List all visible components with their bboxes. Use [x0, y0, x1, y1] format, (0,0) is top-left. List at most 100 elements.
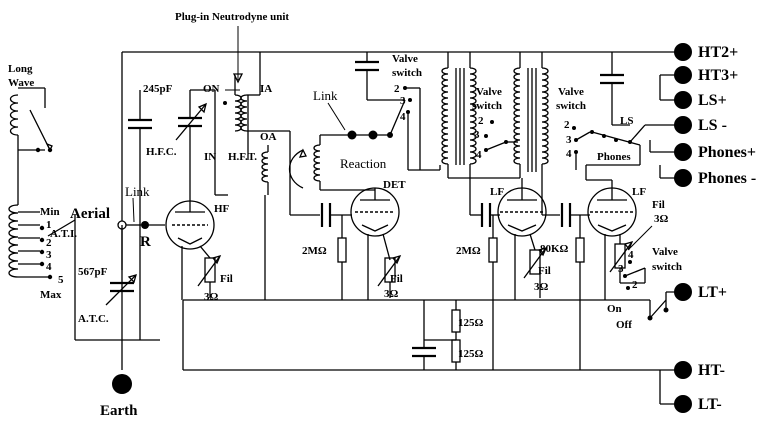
svg-text:3: 3	[618, 263, 624, 275]
svg-text:LS -: LS -	[698, 117, 727, 134]
svg-text:A.T.I.: A.T.I.	[50, 228, 77, 240]
terminal-ht-minus[interactable]: HT-	[674, 361, 725, 379]
reaction-coil: Reaction	[288, 135, 387, 191]
long-wave-coil	[9, 87, 53, 205]
lf2-filament-rheostat: Fil 3Ω	[609, 199, 669, 273]
lf-transformer-1	[439, 52, 520, 215]
valve-switch-2[interactable]: Valve switch 2 3 4	[472, 86, 518, 161]
svg-text:Fil: Fil	[220, 273, 233, 285]
long-wave-label: Long Wave	[8, 63, 34, 89]
svg-text:2MΩ: 2MΩ	[302, 245, 327, 257]
svg-text:3Ω: 3Ω	[534, 281, 549, 293]
svg-text:Fil: Fil	[538, 265, 551, 277]
svg-text:2MΩ: 2MΩ	[456, 245, 481, 257]
svg-text:HT3+: HT3+	[698, 67, 738, 84]
bias-resistor-2: 125Ω	[451, 339, 484, 370]
svg-text:Phones -: Phones -	[698, 170, 756, 187]
svg-text:4: 4	[46, 261, 52, 273]
svg-text:3: 3	[566, 134, 572, 146]
svg-text:H.F.C.: H.F.C.	[146, 146, 177, 158]
terminal-phones-minus[interactable]: Phones -	[674, 169, 756, 187]
lf2-valve: LF	[586, 179, 646, 300]
svg-text:Phones+: Phones+	[698, 144, 756, 161]
svg-text:switch: switch	[556, 100, 586, 112]
svg-text:3: 3	[474, 129, 480, 141]
svg-text:4: 4	[628, 249, 634, 261]
svg-text:switch: switch	[472, 100, 502, 112]
svg-text:Fil: Fil	[652, 199, 665, 211]
terminal-ls-plus[interactable]: LS+	[674, 91, 727, 109]
svg-text:Plug-in Neutrodyne unit: Plug-in Neutrodyne unit	[175, 11, 289, 23]
svg-text:3Ω: 3Ω	[204, 291, 219, 303]
hf-filament-rheostat: Fil 3Ω	[197, 254, 233, 303]
svg-text:3: 3	[46, 249, 52, 261]
det-bypass-capacitor	[355, 52, 405, 101]
valve-switch-4[interactable]: Valve switch 4 3 2	[618, 246, 682, 291]
terminal-lt-minus[interactable]: LT-	[674, 395, 722, 413]
svg-text:IA: IA	[260, 83, 272, 95]
svg-text:ON: ON	[203, 83, 220, 95]
svg-text:Aerial: Aerial	[70, 206, 110, 222]
svg-text:A.T.C.: A.T.C.	[78, 313, 109, 325]
terminal-ls-minus[interactable]: LS -	[674, 116, 727, 134]
svg-text:LT+: LT+	[698, 284, 727, 301]
ls-phones-switch[interactable]: LS Phones	[585, 115, 683, 180]
lf2-grid-capacitor	[542, 203, 590, 227]
lf2-grid-resistor: 80KΩ	[540, 215, 585, 370]
terminal-ht3[interactable]: HT3+	[674, 66, 738, 84]
lf1-grid-capacitor	[470, 203, 500, 227]
lf1-grid-leak: 2MΩ	[456, 215, 498, 370]
svg-text:2: 2	[46, 237, 52, 249]
svg-text:Long: Long	[8, 63, 33, 75]
svg-text:3Ω: 3Ω	[384, 288, 399, 300]
svg-text:Wave: Wave	[8, 77, 34, 89]
terminal-lt-plus[interactable]: LT+	[674, 283, 727, 301]
svg-text:OA: OA	[260, 131, 277, 143]
lt-negative-bus	[209, 268, 621, 298]
svg-text:125Ω: 125Ω	[458, 317, 484, 329]
svg-text:2: 2	[564, 119, 570, 131]
svg-text:4: 4	[566, 148, 572, 160]
neutrodyne-unit: Plug-in Neutrodyne unit ON IN H.F.T. IA …	[175, 11, 291, 215]
hfc-capacitor: 245pF H.F.C.	[143, 83, 215, 200]
svg-text:1: 1	[46, 219, 52, 231]
terminal-ht2[interactable]: HT2+	[674, 43, 738, 61]
hf-bypass-capacitor	[128, 90, 152, 340]
svg-text:Phones: Phones	[597, 151, 631, 163]
hf-valve: HF	[165, 200, 230, 300]
ht-positive-bus	[121, 51, 683, 370]
bias-resistor-1: 125Ω	[451, 300, 484, 340]
svg-text:Off: Off	[616, 319, 632, 331]
aerial-terminal[interactable]: Aerial Link R	[70, 184, 165, 250]
svg-text:Valve: Valve	[476, 86, 502, 98]
svg-text:LT-: LT-	[698, 396, 722, 413]
ati-coil	[8, 204, 76, 280]
svg-text:LF: LF	[632, 186, 646, 198]
lf-transformer-2	[513, 52, 549, 215]
svg-text:80KΩ: 80KΩ	[540, 243, 569, 255]
svg-text:switch: switch	[392, 67, 422, 79]
lf1-valve: LF	[490, 178, 547, 300]
det-filament-rheostat: Fil 3Ω	[377, 254, 403, 300]
lf1-filament-rheostat: Fil 3Ω	[523, 246, 551, 293]
svg-text:Fil: Fil	[390, 273, 403, 285]
terminal-phones-plus[interactable]: Phones+	[674, 143, 756, 161]
svg-text:LF: LF	[490, 186, 504, 198]
svg-text:HF: HF	[214, 203, 230, 215]
valve-switch-1[interactable]: Valve switch 2 3 4	[392, 53, 440, 171]
valve-switch-3[interactable]: Valve switch 2 3 4	[556, 86, 591, 170]
svg-text:3: 3	[400, 95, 406, 107]
svg-text:switch: switch	[652, 261, 682, 273]
on-off-switch[interactable]: On Off	[607, 291, 683, 331]
earth-terminal[interactable]: Earth	[100, 374, 138, 419]
svg-text:245pF: 245pF	[143, 83, 173, 95]
svg-text:567pF: 567pF	[78, 266, 108, 278]
svg-text:Earth: Earth	[100, 403, 138, 419]
svg-text:R: R	[140, 234, 151, 250]
svg-text:125Ω: 125Ω	[458, 348, 484, 360]
atc-capacitor: 567pF A.T.C.	[78, 225, 137, 325]
det-grid-leak: 2MΩ	[302, 215, 347, 300]
svg-text:2: 2	[478, 115, 484, 127]
svg-text:Reaction: Reaction	[340, 156, 387, 171]
reaction-link[interactable]: Link	[313, 88, 406, 140]
